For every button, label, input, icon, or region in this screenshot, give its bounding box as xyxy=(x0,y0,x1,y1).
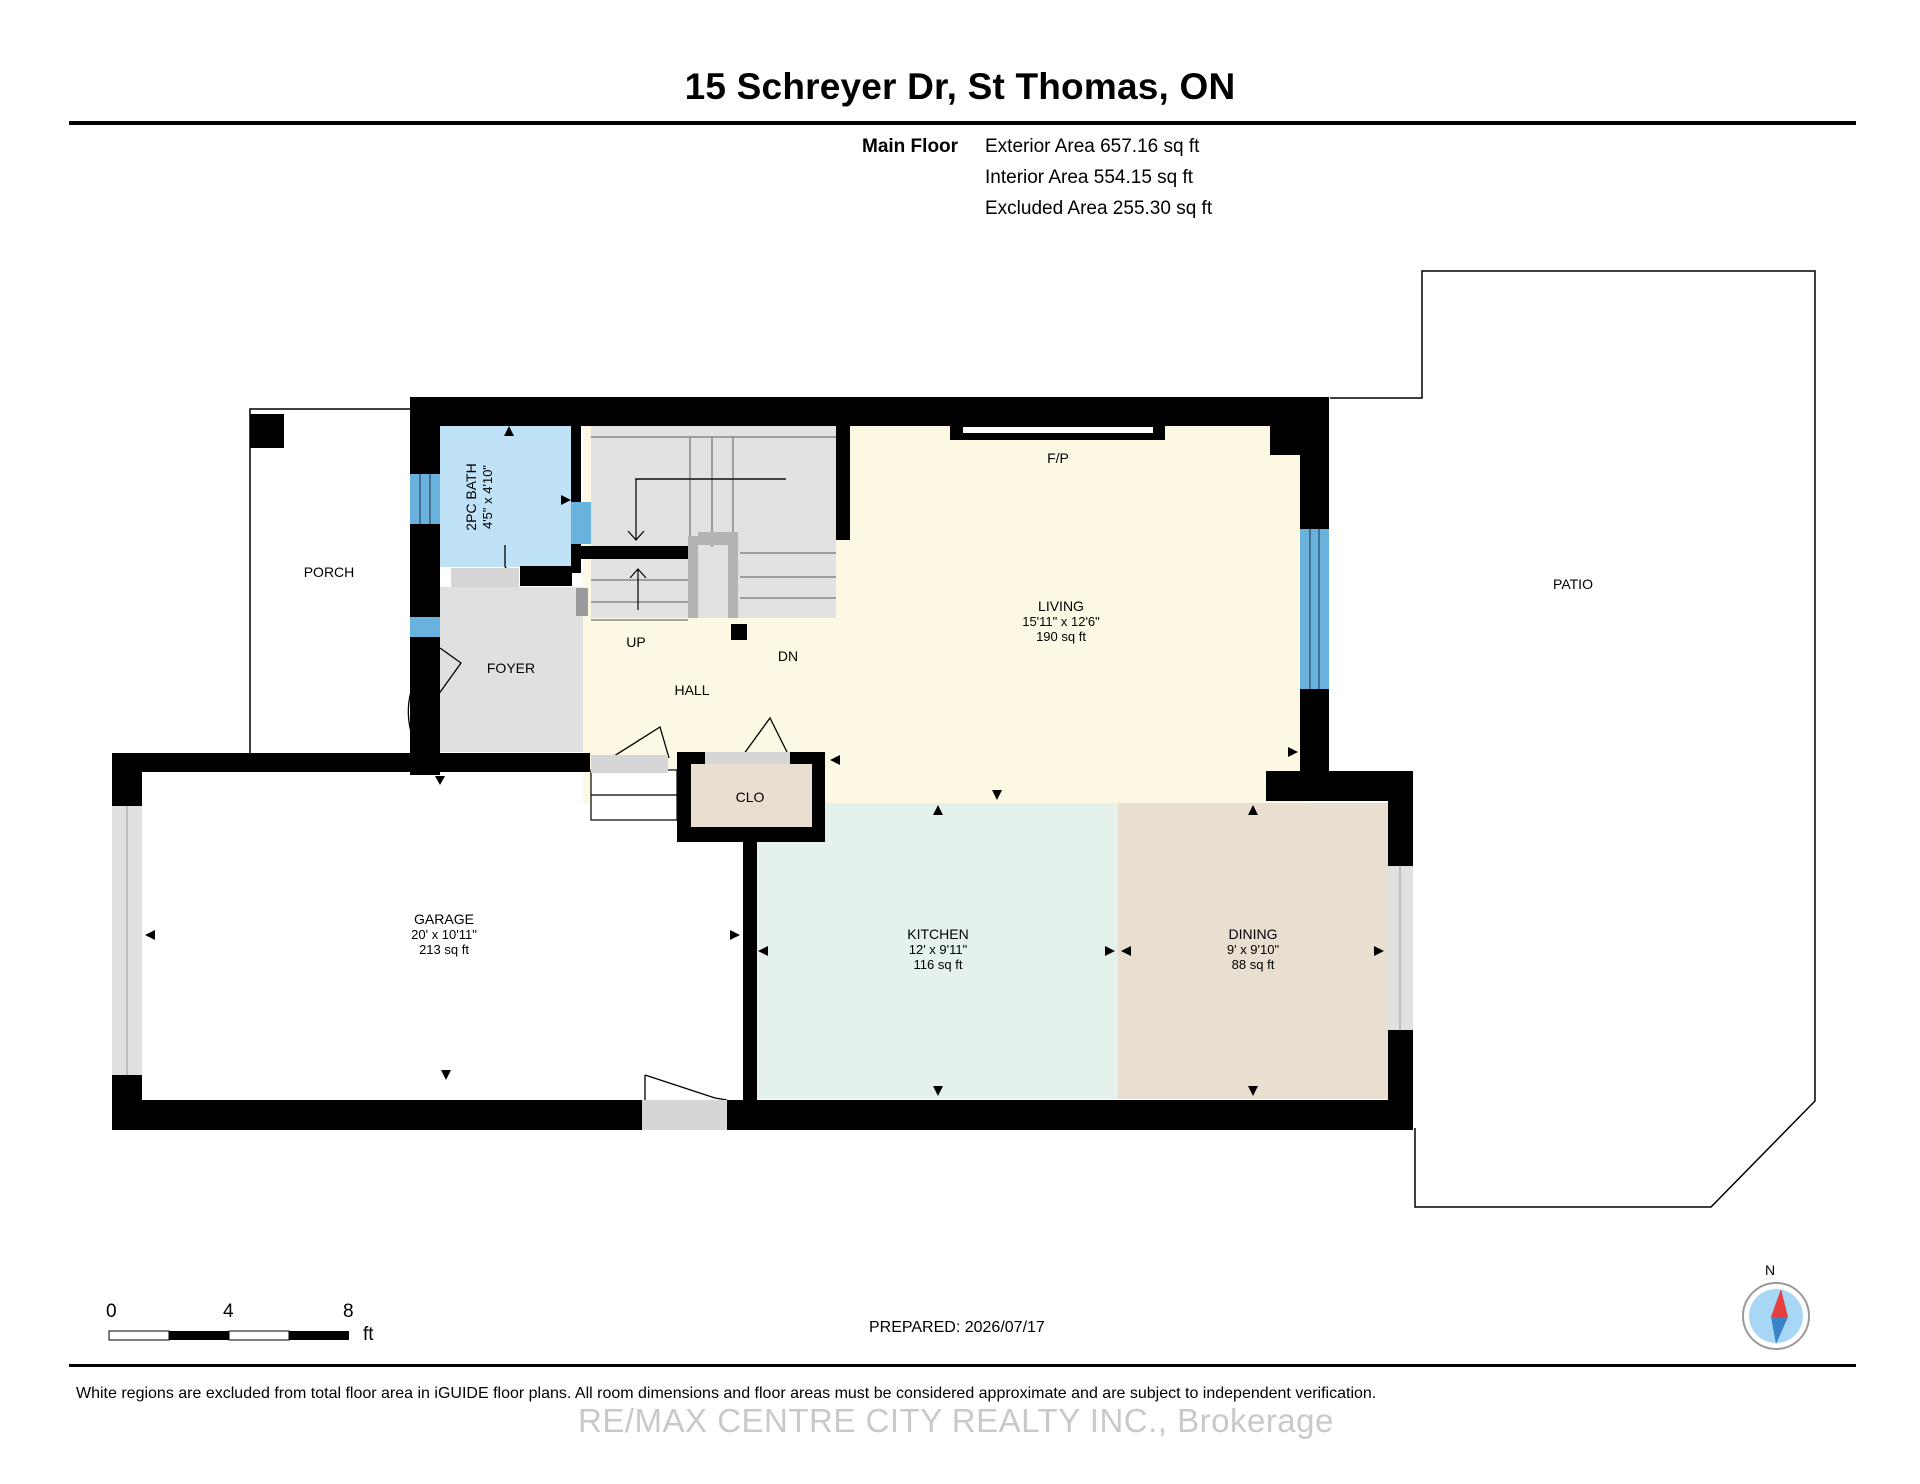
page-title: 15 Schreyer Dr, St Thomas, ON xyxy=(684,66,1236,107)
bath-dims: 4'5" x 4'10" xyxy=(480,465,495,529)
compass-icon xyxy=(1742,1282,1810,1350)
foyer-label: FOYER xyxy=(487,660,535,676)
kitchen-dims: 12' x 9'11" xyxy=(909,942,968,957)
kitchen-area: 116 sq ft xyxy=(914,957,963,972)
dn-label: DN xyxy=(778,648,798,664)
floor-name: Main Floor xyxy=(862,136,959,157)
dimension-arrows xyxy=(145,426,1384,1096)
patio-label: PATIO xyxy=(1553,576,1593,592)
interior-area: Interior Area 554.15 sq ft xyxy=(985,167,1194,188)
closet-floor xyxy=(689,764,812,827)
dining-dims: 9' x 9'10" xyxy=(1227,942,1280,957)
door-foyer xyxy=(451,568,519,587)
porch-label: PORCH xyxy=(304,564,355,580)
footer-rule xyxy=(69,1364,1856,1367)
porch-post xyxy=(250,414,284,448)
fireplace xyxy=(963,427,1153,433)
garage-label: GARAGE xyxy=(414,911,474,927)
disclaimer: White regions are excluded from total fl… xyxy=(76,1385,1377,1402)
kitchen-floor xyxy=(756,803,1118,1099)
up-label: UP xyxy=(626,634,645,650)
dining-area: 88 sq ft xyxy=(1232,957,1275,972)
garage-steps xyxy=(590,769,678,821)
scale-mark-4: 4 xyxy=(223,1301,234,1322)
patio-outline xyxy=(1330,270,1816,1208)
windows xyxy=(112,474,1413,1075)
stair-newel xyxy=(731,624,747,640)
scale-mark-0: 0 xyxy=(106,1301,117,1322)
door-hall-garage xyxy=(591,755,668,773)
scale-mark-8: 8 xyxy=(343,1301,354,1322)
porch-outline xyxy=(249,408,410,753)
excluded-area: Excluded Area 255.30 sq ft xyxy=(985,198,1213,219)
kitchen-label: KITCHEN xyxy=(907,926,968,942)
hall-label: HALL xyxy=(674,682,709,698)
prepared-date: PREPARED: 2026/07/17 xyxy=(869,1319,1045,1336)
foyer-floor xyxy=(439,587,583,752)
scale-unit: ft xyxy=(363,1324,374,1345)
living-area: 190 sq ft xyxy=(1036,629,1086,644)
living-dims: 15'11" x 12'6" xyxy=(1022,614,1100,629)
garage-area: 213 sq ft xyxy=(419,942,469,957)
hall-step xyxy=(576,588,588,616)
dining-label: DINING xyxy=(1229,926,1278,942)
garage-dims: 20' x 10'11" xyxy=(411,927,477,942)
bath-label: 2PC BATH xyxy=(463,463,479,530)
living-label: LIVING xyxy=(1038,598,1084,614)
dining-floor xyxy=(1118,803,1389,1099)
stair-arrows xyxy=(627,478,786,610)
closet-label: CLO xyxy=(736,789,765,805)
scale-bar xyxy=(108,1330,349,1341)
door-garage xyxy=(642,1100,727,1130)
exterior-area: Exterior Area 657.16 sq ft xyxy=(985,136,1200,157)
bath-floor xyxy=(439,425,572,567)
stairs-floor xyxy=(591,425,836,618)
stair-rail xyxy=(688,532,738,618)
header-rule xyxy=(69,121,1856,125)
fireplace-label: F/P xyxy=(1047,450,1069,466)
compass-north-label: N xyxy=(1765,1262,1776,1278)
door-closet xyxy=(705,752,790,764)
brokerage-watermark: RE/MAX CENTRE CITY REALTY INC., Brokerag… xyxy=(578,1402,1334,1439)
